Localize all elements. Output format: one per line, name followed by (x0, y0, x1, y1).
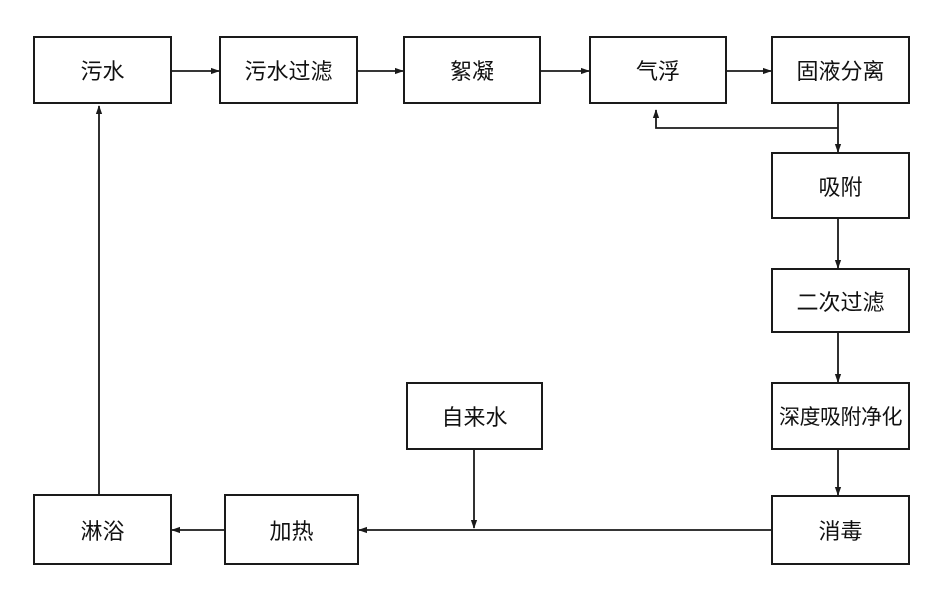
node-sewage-label: 污水 (80, 60, 125, 85)
node-shower-label: 淋浴 (80, 519, 125, 545)
node-disinfection: 消毒 (771, 495, 910, 565)
node-secondary-filtration-label: 二次过滤 (796, 290, 885, 316)
node-air-flotation-label: 气浮 (635, 60, 680, 85)
node-deep-adsorption-purification: 深度吸附净化 (771, 382, 910, 450)
node-heating: 加热 (224, 494, 359, 565)
node-tap-water-label: 自来水 (441, 406, 508, 431)
node-sewage-filter-label: 污水过滤 (244, 60, 333, 85)
recycle-loop-separation-to-air-flotation (652, 109, 838, 129)
node-heating-label: 加热 (269, 519, 314, 545)
node-sewage-filter: 污水过滤 (219, 36, 358, 104)
node-sewage: 污水 (33, 36, 172, 104)
node-adsorption: 吸附 (771, 152, 910, 219)
node-flocculation-label: 絮凝 (449, 60, 494, 85)
node-flocculation: 絮凝 (403, 36, 541, 104)
node-adsorption-label: 吸附 (818, 175, 863, 201)
node-solid-liquid-separation: 固液分离 (771, 36, 910, 104)
node-secondary-filtration: 二次过滤 (771, 268, 910, 333)
node-air-flotation: 气浮 (589, 36, 727, 104)
node-deep-adsorption-purification-label: 深度吸附净化 (779, 405, 903, 429)
node-tap-water: 自来水 (406, 382, 543, 450)
node-solid-liquid-separation-label: 固液分离 (796, 60, 885, 85)
node-disinfection-label: 消毒 (818, 520, 863, 545)
node-shower: 淋浴 (33, 494, 172, 565)
